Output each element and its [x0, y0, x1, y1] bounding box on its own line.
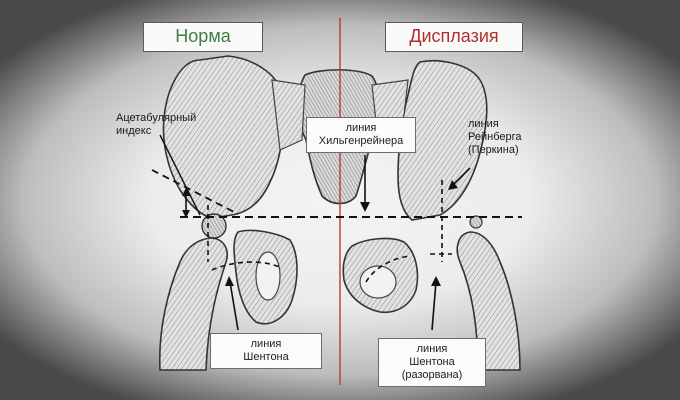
shenton-broken-pointer: [431, 281, 437, 331]
shenton-line-normal: [211, 261, 283, 271]
left-obturator: [255, 251, 281, 301]
right-femur: [456, 231, 521, 371]
shenton-normal-label: линия Шентона: [210, 333, 322, 369]
right-obturator: [359, 265, 397, 299]
acetabular-pointer: [159, 134, 201, 216]
hilgenreiner-label: линия Хильгенрейнера: [306, 117, 416, 153]
title-normal: Норма: [143, 22, 263, 52]
reinberg-pointer: [451, 167, 471, 187]
right-ilium: [397, 60, 488, 221]
shenton-broken-label: линия Шентона (разорвана): [378, 338, 486, 387]
shenton-normal-pointer: [229, 281, 239, 331]
shenton-line-broken: [365, 253, 452, 283]
left-sacral-wing: [271, 79, 306, 151]
acetabular-slope-line: [151, 169, 239, 215]
title-dysplasia: Дисплазия: [385, 22, 523, 52]
acetabular-index-label: Ацетабулярный индекс: [116, 112, 197, 137]
reinberg-label: линия Рейнберга (Перкина): [468, 118, 522, 156]
right-femoral-head: [469, 215, 483, 229]
